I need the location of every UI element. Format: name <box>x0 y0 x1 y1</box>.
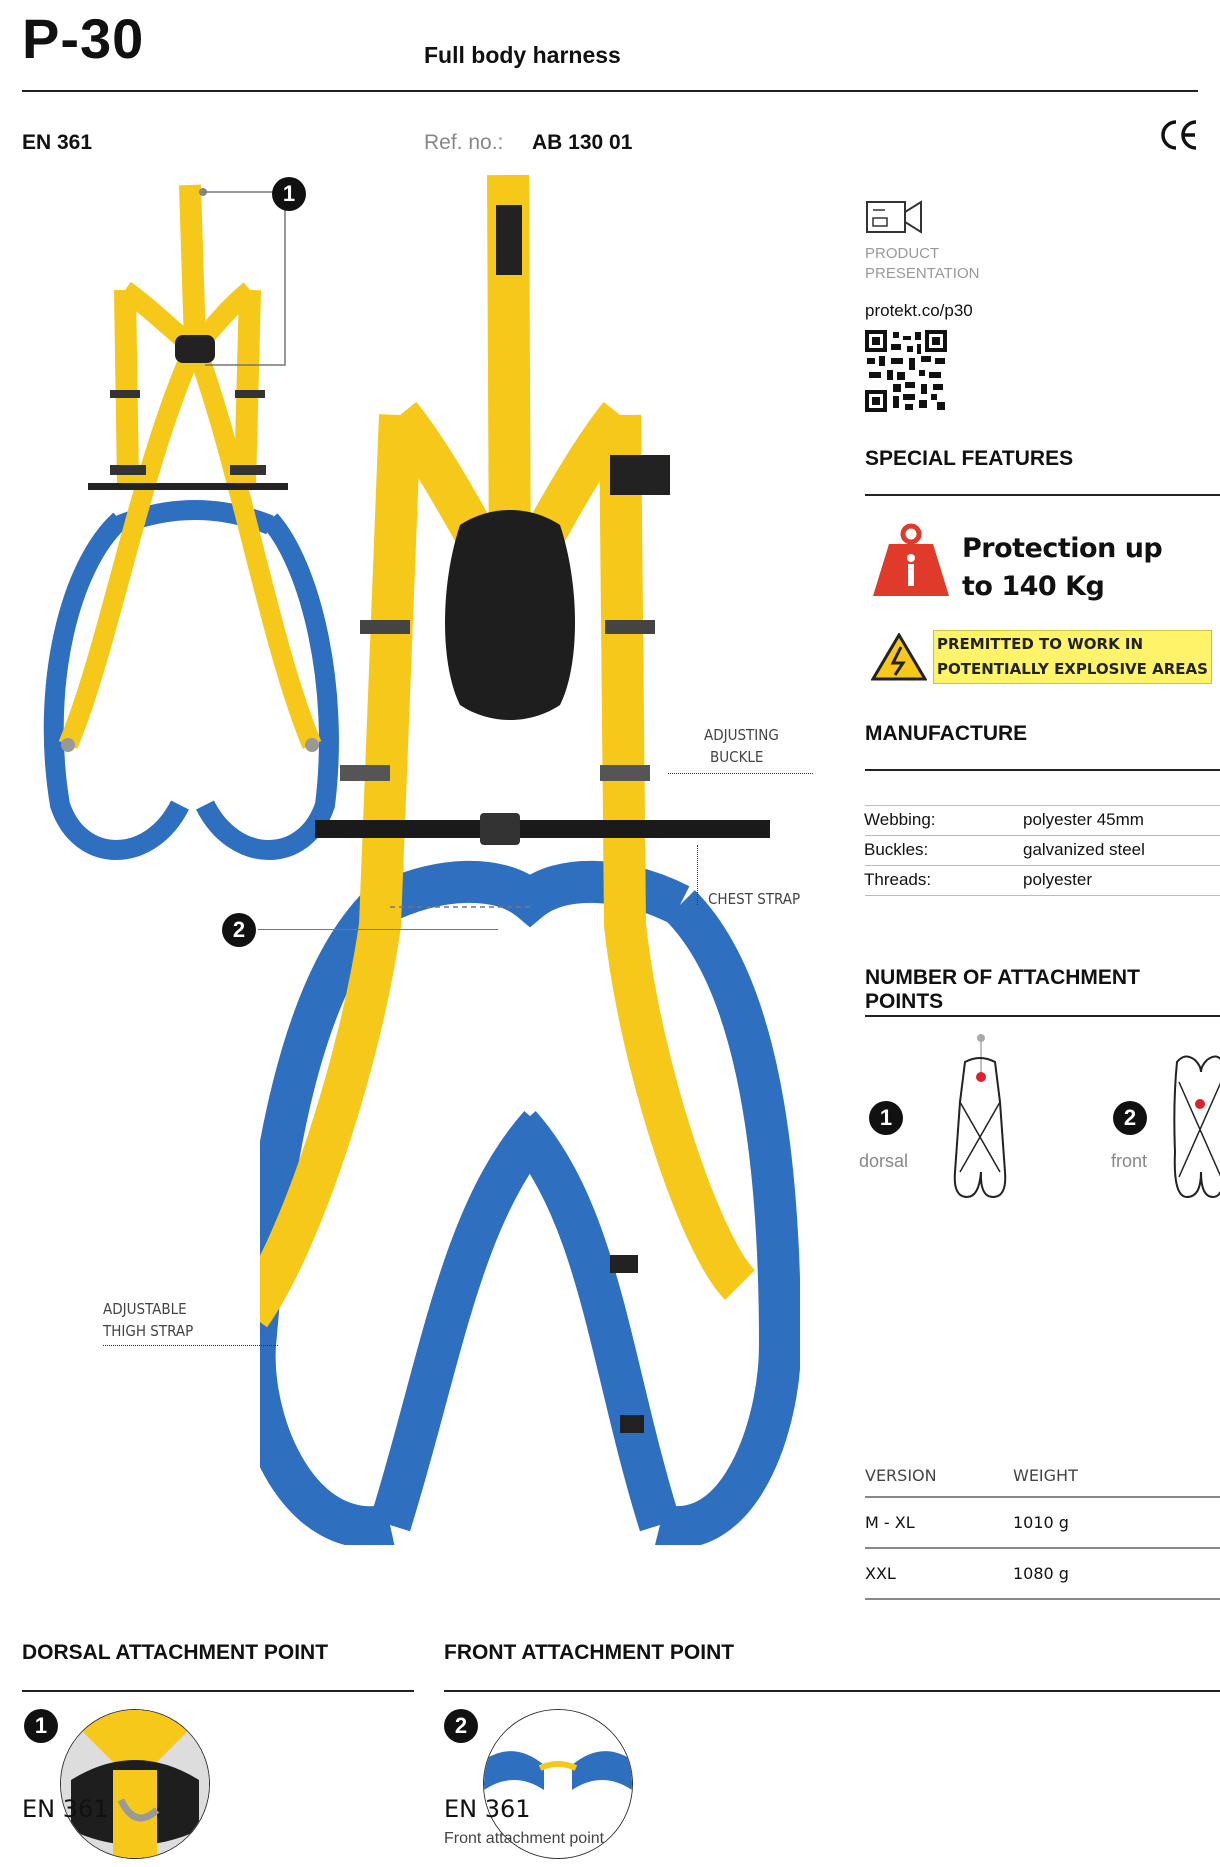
attachment-points-divider <box>865 1015 1220 1017</box>
callout-leader-buckle <box>668 773 813 774</box>
attachment-label-dorsal: dorsal <box>859 1151 909 1171</box>
harness-dorsal-diagram-icon <box>945 1032 1015 1207</box>
version-cell: XXL <box>865 1564 896 1583</box>
dorsal-attachment-title: DORSAL ATTACHMENT POINT <box>22 1641 329 1664</box>
attachment-badge-2: 2 <box>1113 1101 1147 1135</box>
dorsal-divider <box>22 1690 414 1692</box>
callout-adjusting-line1: ADJUSTING <box>704 726 779 744</box>
weight-cell: 1010 g <box>1013 1513 1069 1532</box>
explosive-line2: POTENTIALLY EXPLOSIVE AREAS <box>937 660 1208 678</box>
callout-adjusting-line2: BUCKLE <box>710 748 764 766</box>
front-attachment-title: FRONT ATTACHMENT POINT <box>444 1641 735 1664</box>
dorsal-standard: EN 361 <box>22 1795 109 1823</box>
protection-line1: Protection up <box>962 533 1163 564</box>
manufacture-row-label: Buckles: <box>864 840 929 859</box>
harness-back-view-image <box>40 165 340 870</box>
qr-code-icon[interactable] <box>865 330 947 417</box>
header-divider <box>22 90 1198 92</box>
attachment-label-front: front <box>1111 1151 1148 1171</box>
attachment-badge-1: 1 <box>869 1101 903 1135</box>
callout-leader-front <box>258 929 498 930</box>
explosive-areas-label: PREMITTED TO WORK IN POTENTIALLY EXPLOSI… <box>933 630 1212 684</box>
badge-front-2: 2 <box>222 913 256 947</box>
callout-thigh-line2: THIGH STRAP <box>103 1322 194 1340</box>
product-presentation-label: PRODUCT PRESENTATION <box>865 244 979 284</box>
callout-thigh-strap: ADJUSTABLE THIGH STRAP <box>103 1298 193 1342</box>
manufacture-row-value: polyester 45mm <box>1023 810 1144 829</box>
weight-header: WEIGHT <box>1013 1466 1078 1485</box>
presentation-line1: PRODUCT <box>865 245 940 262</box>
dorsal-closeup-image <box>60 1709 210 1859</box>
manufacture-row-value: galvanized steel <box>1023 840 1145 859</box>
version-cell: M - XL <box>865 1513 915 1532</box>
manufacture-row-line <box>865 895 1220 896</box>
version-table-line <box>865 1547 1220 1549</box>
standard-label: EN 361 <box>22 131 93 154</box>
callout-thigh-line1: ADJUSTABLE <box>103 1300 187 1318</box>
harness-front-view-image <box>215 165 802 1550</box>
product-subtitle: Full body harness <box>424 42 621 68</box>
callout-adjusting-buckle: ADJUSTING BUCKLE <box>704 724 779 768</box>
front-standard: EN 361 <box>444 1795 531 1823</box>
manufacture-divider <box>865 769 1220 771</box>
manufacture-title: MANUFACTURE <box>865 722 1028 745</box>
manufacture-row-label: Threads: <box>864 870 932 889</box>
callout-leader-thigh <box>103 1345 278 1346</box>
weight-cell: 1080 g <box>1013 1564 1069 1583</box>
manufacture-row-value: polyester <box>1023 870 1092 889</box>
manufacture-row-line <box>865 865 1220 866</box>
manufacture-row-label: Webbing: <box>864 810 936 829</box>
video-camera-icon <box>865 196 925 241</box>
front-closeup-image <box>483 1709 633 1859</box>
protection-text: Protection up to 140 Kg <box>962 530 1163 606</box>
version-table-line <box>865 1598 1220 1600</box>
weight-capacity-icon <box>871 522 951 603</box>
front-divider <box>444 1690 1220 1692</box>
callout-leader-chest <box>697 845 698 905</box>
attachment-points-title: NUMBER OF ATTACHMENT POINTS <box>865 966 1140 1013</box>
ref-label: Ref. no.: <box>424 131 504 154</box>
presentation-url[interactable]: protekt.co/p30 <box>865 301 973 320</box>
version-header: VERSION <box>865 1466 937 1485</box>
manufacture-row-line <box>865 805 1220 806</box>
dorsal-badge: 1 <box>24 1709 58 1743</box>
special-features-divider <box>865 494 1220 496</box>
explosive-line1: PREMITTED TO WORK IN <box>937 635 1144 653</box>
harness-front-diagram-icon <box>1165 1052 1220 1207</box>
explosive-warning-icon <box>870 632 928 686</box>
front-caption: Front attachment point <box>444 1830 605 1847</box>
manufacture-row-line <box>865 835 1220 836</box>
special-features-title: SPECIAL FEATURES <box>865 447 1074 470</box>
ref-value: AB 130 01 <box>532 131 633 154</box>
protection-line2: to 140 Kg <box>962 571 1105 602</box>
version-table-line <box>865 1496 1220 1498</box>
callout-chest-strap: CHEST STRAP <box>708 890 801 908</box>
model-title: P-30 <box>22 7 145 70</box>
ce-mark-icon <box>1158 116 1200 162</box>
front-badge: 2 <box>444 1709 478 1743</box>
presentation-line2: PRESENTATION <box>865 265 980 282</box>
badge-dorsal-1: 1 <box>272 177 306 211</box>
